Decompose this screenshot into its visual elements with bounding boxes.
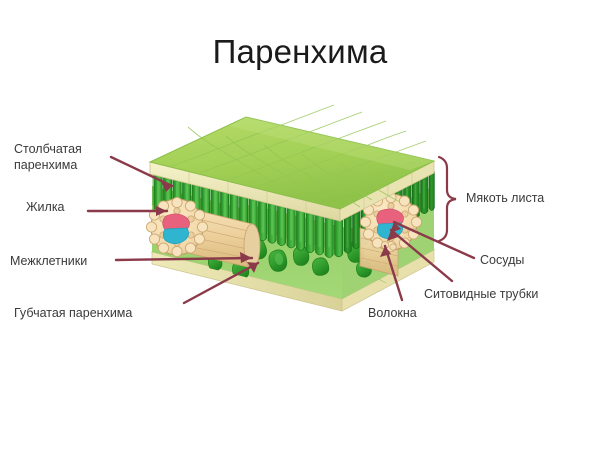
label-vein: Жилка — [26, 200, 65, 214]
label-intercellular-spaces: Межклетники — [10, 254, 88, 268]
spongy-layer — [177, 225, 330, 280]
xylem-right — [376, 208, 404, 226]
leader-arrowheads — [156, 181, 401, 273]
upper-cuticle — [149, 160, 435, 222]
page-title: Паренхима — [212, 33, 388, 70]
leader-fibers — [383, 244, 404, 302]
leader-airspaces — [114, 256, 254, 262]
mesophyll-bracket — [437, 155, 457, 243]
phloem-right — [376, 222, 403, 240]
lower-epidermis — [150, 204, 436, 312]
palisade-layer-right — [343, 171, 435, 254]
label-fibers: Волокна — [368, 306, 417, 320]
vascular-bundle-left — [145, 196, 261, 269]
label-palisade-parenchyma: Столбчатая паренхима — [14, 142, 82, 172]
spongy-layer-right — [346, 218, 411, 278]
label-sieve-tubes: Ситовидные трубки — [424, 287, 539, 301]
label-vessels: Сосуды — [480, 253, 525, 267]
mesophyll-interior — [152, 186, 434, 299]
leader-sieve — [389, 228, 454, 283]
label-leaf-mesophyll: Мякоть листа — [466, 191, 545, 205]
xylem-left — [162, 213, 190, 231]
vascular-bundle-right — [359, 191, 423, 277]
leader-spongy — [182, 261, 260, 305]
leader-lines — [86, 155, 476, 305]
phloem-left — [162, 227, 189, 245]
fibers — [380, 240, 397, 251]
stomata — [336, 273, 378, 299]
label-spongy-parenchyma: Губчатая паренхима — [14, 306, 133, 320]
upper-epidermis — [148, 104, 436, 210]
palisade-layer-front — [152, 172, 343, 258]
leader-vessels — [392, 220, 476, 260]
leader-palisade — [109, 155, 174, 188]
